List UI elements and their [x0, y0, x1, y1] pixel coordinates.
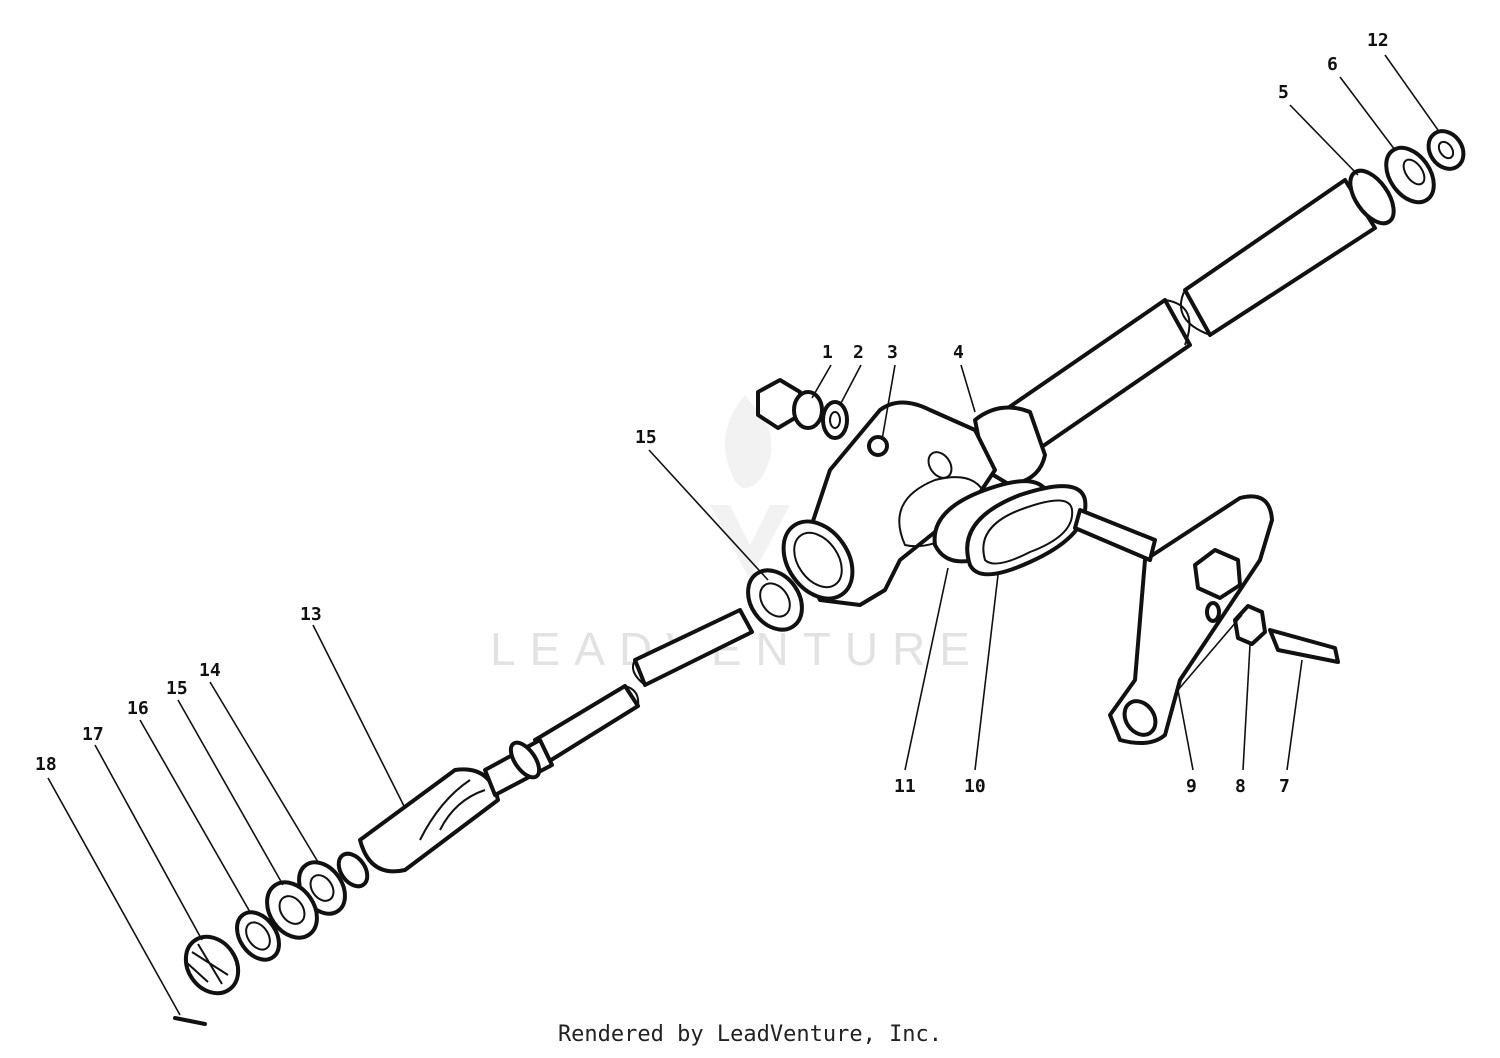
- leader-17: [94, 744, 203, 941]
- bearing-14-race: [309, 874, 335, 902]
- callout-13: 13: [300, 604, 322, 625]
- washer-2-hole: [829, 411, 841, 429]
- callout-6: 6: [1327, 54, 1338, 75]
- leader-11: [904, 567, 949, 771]
- leader-12: [1384, 54, 1439, 131]
- callout-15-lower: 15: [166, 678, 188, 699]
- callout-8: 8: [1235, 776, 1246, 797]
- leader-6: [1339, 76, 1396, 151]
- bearing-15-upper-race: [759, 582, 791, 618]
- worm-gear: [358, 767, 500, 874]
- callout-11: 11: [894, 776, 916, 797]
- shaft-break-mark: [624, 659, 646, 707]
- shaft-lower-segment: [533, 684, 640, 764]
- nut-8: [1233, 604, 1267, 646]
- grease-fitting-3: [867, 435, 889, 457]
- nut-1: [792, 390, 824, 430]
- housing-pin-hole: [927, 451, 953, 479]
- leader-4: [960, 364, 976, 413]
- callout-2: 2: [853, 342, 864, 363]
- callout-12: 12: [1367, 30, 1389, 51]
- leader-7: [1286, 659, 1303, 771]
- lock-washer: [1205, 601, 1221, 623]
- shim-16-hole: [245, 921, 271, 951]
- callout-labels: 1 2 3 4 5 6 7 8 9 10 11 12 13 14 15 15 1…: [35, 30, 1389, 797]
- callout-5: 5: [1278, 82, 1289, 103]
- housing-bore-inner: [793, 531, 843, 589]
- callout-9: 9: [1186, 776, 1197, 797]
- leader-16: [139, 719, 251, 913]
- tube-break-mark: [1164, 289, 1211, 346]
- leader-15b: [177, 699, 284, 886]
- callout-16: 16: [127, 698, 149, 719]
- collar-6-bore: [1402, 158, 1426, 186]
- worm-thread: [419, 779, 486, 841]
- leader-10: [974, 574, 999, 771]
- clip-shim-10-11: [932, 479, 1088, 577]
- upper-tube-assembly: [1003, 129, 1466, 457]
- arm-9-nut: [1193, 548, 1242, 600]
- leader-14: [209, 681, 319, 863]
- callout-17: 17: [82, 724, 104, 745]
- shaft-end: [336, 851, 370, 889]
- callout-1: 1: [822, 342, 833, 363]
- leader-8: [1242, 644, 1251, 771]
- leader-15a: [648, 449, 769, 581]
- tube-upper-segment: [1183, 178, 1377, 337]
- shaft-upper-segment: [633, 608, 754, 687]
- shaft-collar: [508, 740, 542, 780]
- pitman-arm-assembly: [1073, 494, 1340, 746]
- bearing-15-upper: [746, 568, 804, 632]
- steering-shaft-13: [173, 568, 804, 1026]
- leader-1: [811, 364, 832, 399]
- callout-14: 14: [199, 660, 221, 681]
- callout-18: 18: [35, 754, 57, 775]
- leader-3: [881, 364, 896, 441]
- race-15-lower-bore: [278, 895, 306, 925]
- leader-5: [1289, 104, 1359, 176]
- clip-10: [965, 484, 1088, 577]
- zerk-7: [1268, 628, 1340, 664]
- callout-15-upper: 15: [635, 427, 657, 448]
- bolt-shank: [1073, 508, 1157, 562]
- collar-6: [1384, 145, 1436, 205]
- clip-10-inner: [982, 499, 1074, 565]
- leader-13: [312, 624, 406, 809]
- leader-18: [47, 777, 181, 1016]
- nut-12: [1426, 129, 1466, 171]
- nut-washer-1-2: [756, 378, 849, 440]
- arm-9-eye: [1122, 699, 1158, 737]
- cotter-pin-18: [173, 1016, 207, 1026]
- plug-17-slots: [185, 943, 229, 985]
- race-15-lower: [265, 880, 319, 940]
- callout-10: 10: [964, 776, 986, 797]
- washer-2: [821, 400, 849, 440]
- nut-12-bore: [1437, 140, 1455, 160]
- footer-credit: Rendered by LeadVenture, Inc.: [557, 1022, 943, 1047]
- leader-2: [839, 364, 862, 406]
- leader-9: [1177, 614, 1243, 771]
- callout-7: 7: [1279, 776, 1290, 797]
- leader-lines: [47, 54, 1439, 1016]
- housing-bore: [781, 519, 855, 601]
- callout-3: 3: [887, 342, 898, 363]
- callout-4: 4: [953, 342, 964, 363]
